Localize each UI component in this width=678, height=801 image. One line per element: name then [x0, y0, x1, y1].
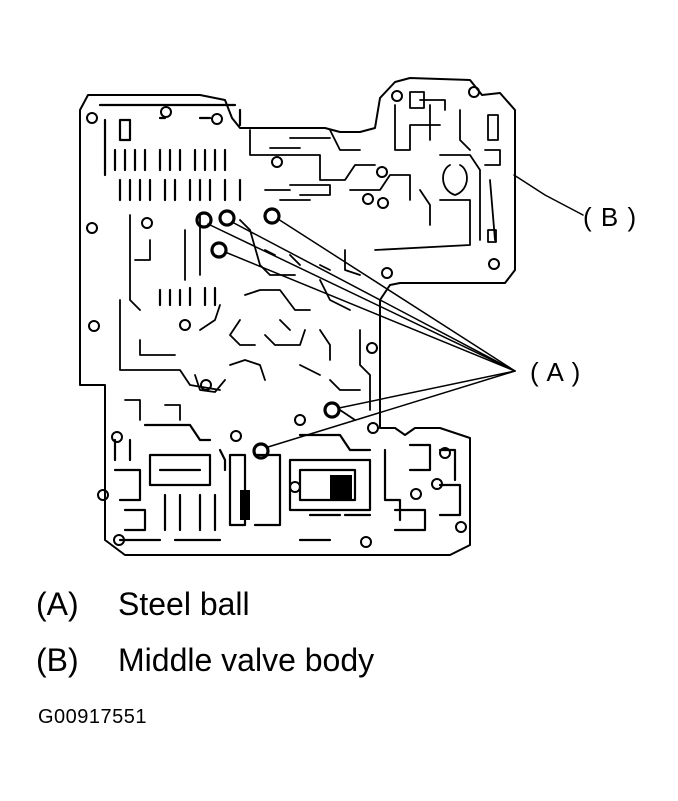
- steel-ball: [210, 241, 228, 259]
- steel-ball: [195, 211, 213, 229]
- steel-ball: [218, 209, 236, 227]
- bolt-holes: [86, 86, 500, 548]
- callout-label-a: ( A ): [530, 357, 582, 387]
- upper-passages: [249, 91, 501, 251]
- steel-ball: [323, 401, 341, 419]
- steel-ball: [263, 207, 281, 225]
- legend-key: (A): [36, 586, 79, 622]
- valve-body-outline: [79, 77, 516, 556]
- left-slot-columns: [98, 103, 242, 307]
- legend-key: (B): [36, 642, 79, 678]
- legend-text: Middle valve body: [118, 642, 375, 678]
- legend-row: (B) Middle valve body: [36, 642, 374, 679]
- central-passages: [119, 214, 371, 421]
- legend-row: (A) Steel ball: [36, 586, 250, 623]
- legend-text: Steel ball: [118, 586, 250, 622]
- callout-label-b: ( B ): [583, 202, 638, 232]
- steel-ball: [252, 442, 270, 460]
- valve-body-diagram: [79, 77, 584, 556]
- steel-balls: [195, 207, 341, 460]
- lower-passages: [113, 423, 462, 542]
- figure-id: G00917551: [38, 706, 148, 728]
- leader-line-b: [513, 174, 584, 216]
- leader-lines-a: [207, 218, 516, 448]
